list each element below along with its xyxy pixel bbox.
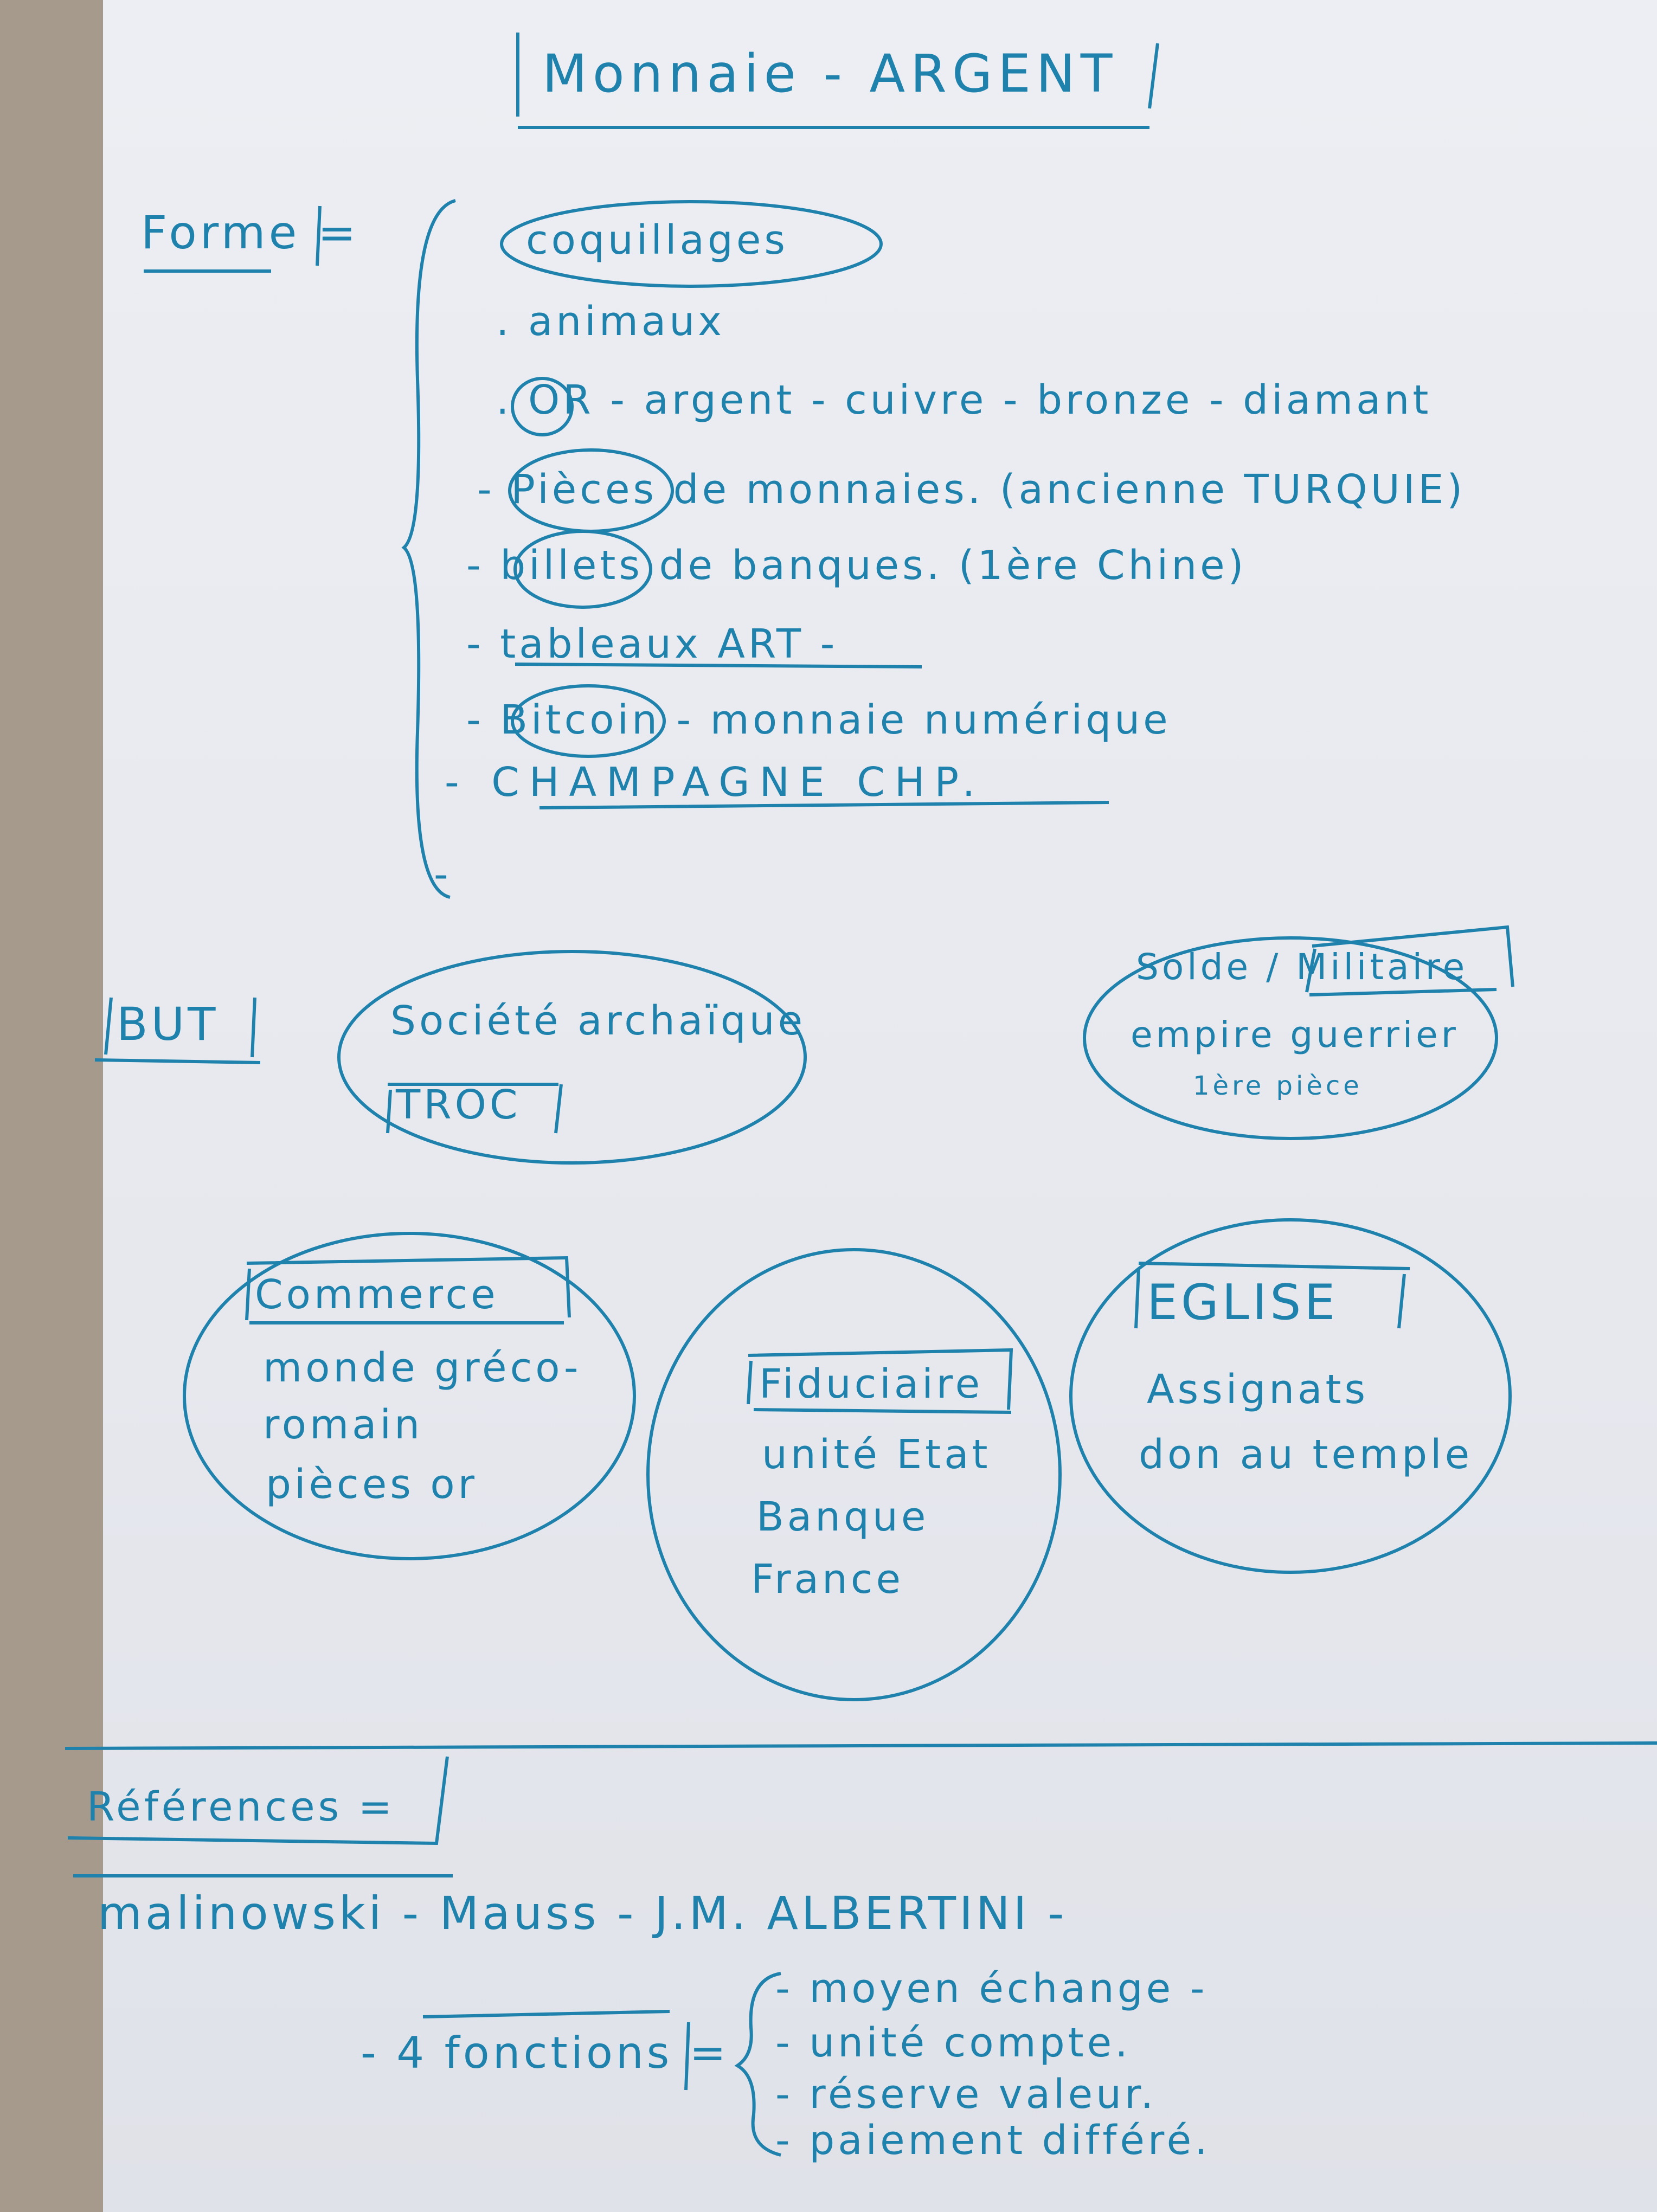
eglise-box [1134, 1262, 1410, 1329]
forme-item: - CHAMPAGNE CHP. [445, 759, 985, 806]
forme-item: - tableaux ART - [466, 621, 838, 667]
billets-circle [513, 530, 652, 609]
fonction-item: - moyen échange - [775, 1965, 1208, 2012]
bubble-text: EGLISE [1147, 1274, 1339, 1331]
brace [401, 199, 456, 899]
references-box [67, 1756, 453, 1877]
bubble-text: Société archaïque [390, 998, 806, 1044]
bubble-text: Assignats [1147, 1366, 1369, 1413]
commerce-box [245, 1256, 571, 1324]
forme-box [144, 205, 322, 273]
forme-item: . OR - argent - cuivre - bronze - diaman… [496, 377, 1432, 423]
but-label: BUT [117, 998, 219, 1051]
bubble-text: empire guerrier [1131, 1014, 1459, 1056]
bubble-text: Banque [756, 1494, 929, 1540]
bubble-text: Fiduciaire [759, 1361, 984, 1407]
bubble-text: pièces or [266, 1461, 478, 1508]
fonction-item: - unité compte. [775, 2020, 1131, 2066]
forme-item: - Pièces de monnaies. (ancienne TURQUIE) [477, 466, 1466, 513]
bubble-text: Solde / Militaire [1136, 946, 1468, 988]
fiduciaire-box [747, 1348, 1013, 1414]
bubble-text: unité Etat [762, 1431, 991, 1478]
bubble-societe [337, 950, 807, 1165]
title-box [516, 33, 1159, 129]
bitcoin-circle [511, 684, 666, 758]
bubble-text: Commerce [255, 1271, 499, 1318]
forme-item: - billets de banques. (1ère Chine) [466, 542, 1247, 589]
or-circle [511, 377, 574, 436]
references-label: Références = [87, 1784, 395, 1830]
bubble-text: France [751, 1556, 904, 1603]
forme-item: - Bitcoin - monnaie numérique [466, 697, 1171, 743]
forme-label: Forme = [141, 206, 359, 259]
forme-item: . animaux [496, 298, 725, 345]
bubble-eglise [1069, 1218, 1512, 1574]
bubble-text: TROC [396, 1082, 521, 1128]
bubble-fiduciaire [646, 1248, 1062, 1701]
militaire-box [1305, 925, 1514, 996]
bubble-commerce [183, 1232, 636, 1560]
bubble-text: romain [263, 1401, 423, 1448]
coquillages-circle [500, 200, 883, 288]
references-authors: malinowski - Mauss - J.M. ALBERTINI - [98, 1887, 1068, 1940]
fonctions-overline [422, 2010, 690, 2091]
tableaux-underline [515, 663, 1109, 809]
bubble-text: 1ère pièce [1193, 1071, 1363, 1101]
page-title: Monnaie - ARGENT [542, 43, 1118, 104]
bubble-text: don au temple [1139, 1431, 1473, 1478]
fonctions-brace [734, 1972, 781, 2157]
forme-item: - [434, 851, 452, 898]
bubble-solde [1083, 936, 1498, 1140]
fonction-item: - réserve valeur. [775, 2071, 1157, 2118]
fonction-item: - paiement différé. [775, 2117, 1211, 2164]
forme-item: coquillages [526, 217, 788, 263]
troc-box [386, 1083, 563, 1134]
fonctions-label: - 4 fonctions = [361, 2028, 729, 2078]
but-box [94, 997, 261, 1064]
separator-line [65, 1741, 1657, 1750]
bubble-text: monde gréco- [263, 1345, 582, 1391]
